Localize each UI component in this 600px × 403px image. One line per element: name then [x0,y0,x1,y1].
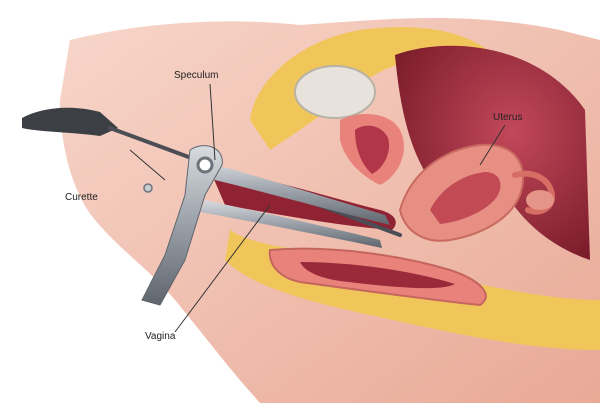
speculum-screw [196,156,214,174]
bladder [294,65,376,119]
curette-leader [129,149,166,181]
curette-handle [22,107,118,136]
uterus-label: Uterus [493,112,523,123]
rectal-lumen [300,262,455,289]
vagina-label: Vagina [145,331,176,342]
uterus-leader [479,124,506,166]
speculum-upper-blade [195,160,390,225]
ovary [526,190,554,210]
uterine-cavity [430,172,501,224]
fat-layer-upper [250,27,500,150]
pubic-cavity [355,125,390,174]
speculum-lower-blade [200,200,382,248]
speculum-leader [209,83,216,161]
speculum-thumbscrew [143,183,153,193]
curette-label: Curette [65,192,98,203]
speculum-label: Speculum [174,70,219,81]
vagina-leader [174,204,271,333]
speculum-handle [141,145,223,306]
